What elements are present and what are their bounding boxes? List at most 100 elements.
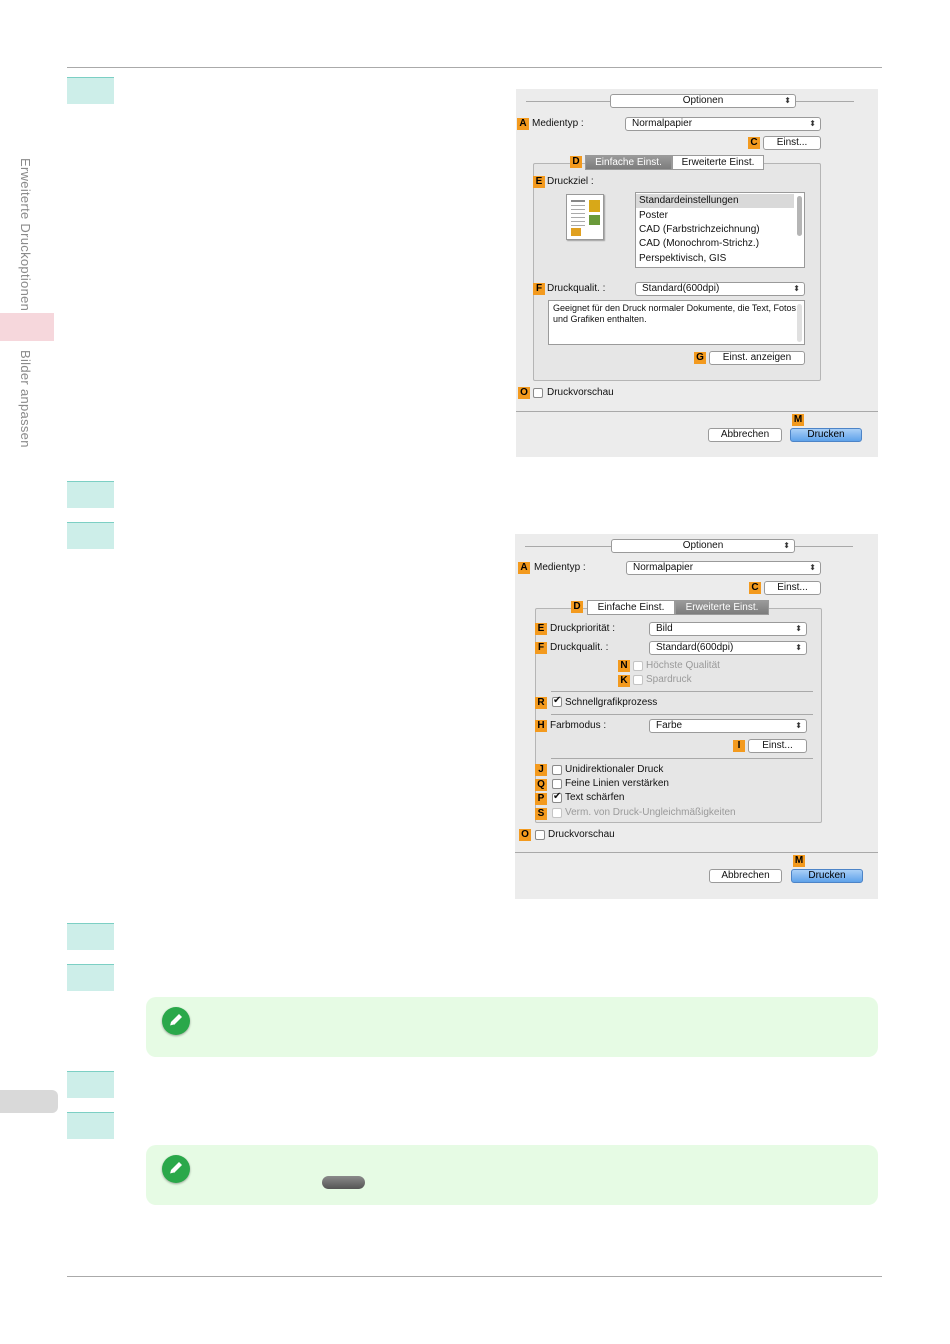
popup-arrows-icon: ⬍ — [795, 721, 802, 730]
thicken-lines-checkbox[interactable] — [552, 779, 562, 789]
media-settings-button[interactable]: Einst... — [764, 581, 821, 595]
reduce-unevenness-label: Verm. von Druck-Ungleichmäßigkeiten — [565, 807, 736, 818]
pencil-note-icon — [162, 1155, 190, 1183]
list-item[interactable]: Standardeinstellungen — [636, 194, 794, 208]
media-type-label: Medientyp : — [534, 562, 586, 573]
popup-arrows-icon: ⬍ — [784, 96, 791, 105]
description-text: Geeignet für den Druck normaler Dokument… — [548, 300, 805, 345]
scrollbar[interactable] — [797, 304, 802, 342]
step-marker-2 — [67, 481, 114, 508]
badge-p: P — [535, 793, 547, 805]
print-target-label: Druckziel : — [547, 176, 594, 187]
list-item[interactable]: CAD (Monochrom-Strichz.) — [639, 238, 760, 249]
media-settings-button[interactable]: Einst... — [763, 136, 821, 150]
print-preview-checkbox[interactable] — [533, 388, 543, 398]
print-preview-label: Druckvorschau — [548, 829, 615, 840]
badge-q: Q — [535, 779, 547, 791]
media-type-select[interactable]: Normalpapier ⬍ — [625, 117, 821, 131]
options-popup-label: Optionen — [682, 540, 724, 551]
divider — [525, 546, 611, 547]
print-button[interactable]: Drucken — [790, 428, 862, 442]
badge-d: D — [570, 156, 582, 168]
cancel-button[interactable]: Abbrechen — [708, 428, 782, 442]
color-mode-label: Farbmodus : — [550, 720, 607, 731]
reduce-unevenness-checkbox[interactable] — [552, 808, 562, 818]
show-settings-button[interactable]: Einst. anzeigen — [709, 351, 805, 365]
print-quality-select[interactable]: Standard(600dpi) ⬍ — [649, 641, 807, 655]
divider — [796, 101, 854, 102]
thicken-lines-label: Feine Linien verstärken — [565, 778, 669, 789]
step-marker-5 — [67, 964, 114, 991]
print-target-list[interactable]: Standardeinstellungen Poster CAD (Farbst… — [635, 192, 805, 268]
badge-c: C — [749, 582, 761, 594]
popup-arrows-icon: ⬍ — [793, 284, 800, 293]
sidebar-section-label: Erweiterte Druckoptionen — [18, 158, 33, 312]
sharpen-text-label: Text schärfen — [565, 792, 625, 803]
print-priority-select[interactable]: Bild ⬍ — [649, 622, 807, 636]
print-quality-value: Standard(600dpi) — [642, 283, 720, 294]
print-quality-value: Standard(600dpi) — [656, 642, 734, 653]
print-priority-label: Druckpriorität : — [550, 623, 616, 634]
cancel-button[interactable]: Abbrechen — [709, 869, 782, 883]
badge-j: J — [535, 764, 547, 776]
sidebar-subsection-label: Bilder anpassen — [18, 350, 33, 448]
highest-quality-label: Höchste Qualität — [646, 660, 720, 671]
tab-advanced-settings[interactable]: Erweiterte Einst. — [675, 600, 769, 615]
badge-o: O — [519, 829, 531, 841]
divider — [515, 852, 878, 853]
media-type-label: Medientyp : — [532, 118, 584, 129]
divider — [551, 714, 813, 715]
pencil-note-icon — [162, 1007, 190, 1035]
step-marker-3 — [67, 522, 114, 549]
tab-basic-settings[interactable]: Einfache Einst. — [587, 600, 675, 615]
sharpen-text-checkbox[interactable] — [552, 791, 562, 803]
options-popup[interactable]: Optionen ⬍ — [611, 539, 795, 553]
badge-i: I — [733, 740, 745, 752]
step-marker-4 — [67, 923, 114, 950]
step-marker-6 — [67, 1071, 114, 1098]
options-popup[interactable]: Optionen ⬍ — [610, 94, 796, 108]
fast-graphics-checkbox[interactable] — [552, 695, 562, 707]
badge-m: M — [792, 414, 804, 426]
list-item[interactable]: CAD (Farbstrichzeichnung) — [639, 224, 760, 235]
popup-arrows-icon: ⬍ — [795, 643, 802, 652]
print-preview-checkbox[interactable] — [535, 830, 545, 840]
description-content: Geeignet für den Druck normaler Dokument… — [553, 303, 796, 324]
scrollbar[interactable] — [797, 196, 802, 236]
print-button[interactable]: Drucken — [791, 869, 863, 883]
badge-m: M — [793, 855, 805, 867]
badge-d: D — [571, 601, 583, 613]
badge-o: O — [518, 387, 530, 399]
tab-advanced-settings[interactable]: Erweiterte Einst. — [672, 155, 764, 170]
divider — [526, 101, 610, 102]
color-mode-value: Farbe — [656, 720, 683, 731]
color-settings-button[interactable]: Einst... — [748, 739, 807, 753]
badge-s: S — [535, 808, 547, 820]
badge-a: A — [518, 562, 530, 574]
badge-a: A — [517, 118, 529, 130]
unidirectional-label: Unidirektionaler Druck — [565, 764, 664, 775]
print-quality-select[interactable]: Standard(600dpi) ⬍ — [635, 282, 805, 296]
media-type-select[interactable]: Normalpapier ⬍ — [626, 561, 821, 575]
badge-f: F — [533, 283, 545, 295]
popup-arrows-icon: ⬍ — [783, 541, 790, 550]
bottom-rule — [67, 1276, 882, 1277]
badge-e: E — [533, 176, 545, 188]
color-mode-select[interactable]: Farbe ⬍ — [649, 719, 807, 733]
divider — [551, 758, 813, 759]
step-marker-1 — [67, 77, 114, 104]
note-box-2 — [146, 1145, 878, 1205]
unidirectional-checkbox[interactable] — [552, 765, 562, 775]
badge-r: R — [535, 697, 547, 709]
highest-quality-checkbox[interactable] — [633, 661, 643, 671]
list-item[interactable]: Poster — [639, 210, 668, 221]
badge-h: H — [535, 720, 547, 732]
economy-checkbox[interactable] — [633, 675, 643, 685]
tab-basic-settings[interactable]: Einfache Einst. — [585, 155, 672, 170]
list-item[interactable]: Perspektivisch, GIS — [639, 253, 727, 264]
media-type-value: Normalpapier — [632, 118, 693, 129]
badge-n: N — [618, 660, 630, 672]
badge-f: F — [535, 642, 547, 654]
divider — [516, 411, 878, 412]
print-preview-label: Druckvorschau — [547, 387, 614, 398]
